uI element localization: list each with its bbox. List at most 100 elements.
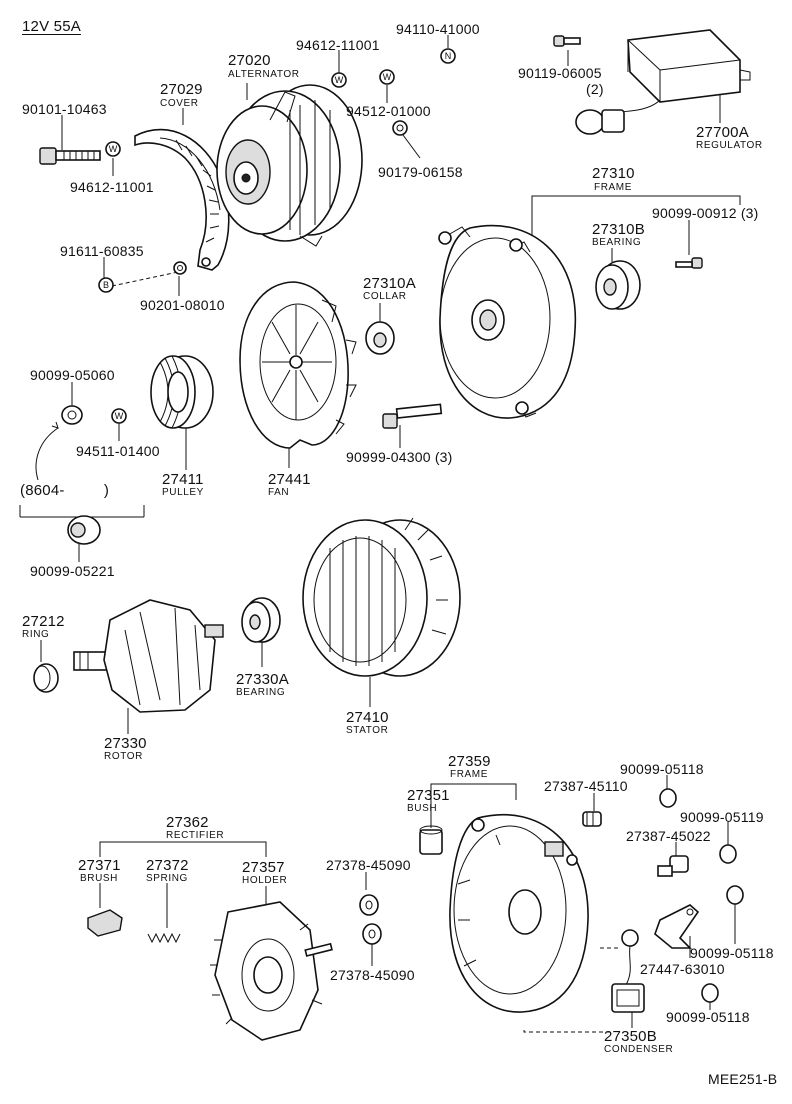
washer-27378-lower: [362, 923, 382, 945]
label-27029-name: COVER: [160, 98, 199, 109]
label-27310B-name: BEARING: [592, 237, 642, 248]
screw-90119: [553, 35, 581, 47]
label-27351-name: BUSH: [407, 803, 438, 814]
screw-90099-00912: [675, 257, 703, 269]
stator-27410: [302, 517, 461, 677]
label-27371-name: BRUSH: [80, 873, 119, 884]
terminal-27387-45110: [582, 811, 602, 827]
label-90201-08010: 90201-08010: [140, 297, 225, 313]
bolt-90999: [382, 403, 443, 429]
label-27411-name: PULLEY: [162, 487, 204, 498]
nut-90099-05118-mid: [726, 885, 744, 905]
label-27447-63010: 27447-63010: [640, 961, 725, 977]
label-90099-00912: 90099-00912 (3): [652, 205, 759, 221]
washer-mark-94612-upper: W: [335, 75, 344, 85]
terminal-27387-45022: [657, 855, 689, 877]
washer-marker-letters: W N W W B W: [103, 51, 451, 421]
label-27351-number: 27351: [407, 787, 450, 804]
ring-27212: [33, 663, 59, 693]
label-27310-number: 27310: [592, 165, 635, 182]
label-27020-number: 27020: [228, 52, 271, 69]
cover-27029: [134, 128, 230, 271]
label-27362-number: 27362: [166, 814, 209, 831]
label-27350B-name: CONDENSER: [604, 1044, 674, 1055]
label-27330-name: ROTOR: [104, 751, 143, 762]
label-94110-41000: 94110-41000: [396, 21, 480, 37]
label-90099-05060: 90099-05060: [30, 367, 115, 383]
bearing-27330A: [241, 597, 281, 643]
label-90119-06005: 90119-06005: [518, 65, 602, 81]
nut-90099-05221: [67, 515, 101, 545]
brush-27371: [87, 909, 123, 937]
washer-mark-94612-lower: W: [109, 144, 118, 154]
fan-27441: [239, 281, 357, 449]
washer-mark-94511: W: [115, 411, 124, 421]
regulator-27700A: [575, 29, 751, 135]
label-27371-number: 27371: [78, 857, 121, 874]
washer-markers: [98, 48, 456, 424]
label-90999-04300: 90999-04300 (3): [346, 449, 453, 465]
label-91611-60835: 91611-60835: [60, 243, 144, 259]
diagram-code: MEE251-B: [708, 1071, 778, 1087]
nut-90099-05118-low: [701, 983, 719, 1003]
label-27357-name: HOLDER: [242, 875, 288, 886]
label-27378-45090-upper: 27378-45090: [326, 857, 411, 873]
frame-27310: [438, 224, 577, 419]
bolt-90101: [39, 147, 101, 165]
label-27357-number: 27357: [242, 859, 285, 876]
nut-90099-05119: [719, 844, 737, 864]
nut-90179: [392, 120, 408, 136]
label-90099-05118-low: 90099-05118: [666, 1009, 750, 1025]
label-27700A-name: REGULATOR: [696, 140, 763, 151]
label-27387-45022: 27387-45022: [626, 828, 711, 844]
label-27330A-number: 27330A: [236, 671, 289, 688]
label-27330A-name: BEARING: [236, 687, 286, 698]
nut-90201: [173, 261, 187, 275]
pulley-27411: [150, 355, 214, 429]
label-27410-name: STATOR: [346, 725, 389, 736]
label-94612-11001-upper: 94612-11001: [296, 37, 380, 53]
label-27310B-number: 27310B: [592, 221, 645, 238]
washer-mark-91611: B: [103, 280, 109, 290]
label-27310A-number: 27310A: [363, 275, 416, 292]
label-27410-number: 27410: [346, 709, 389, 726]
holder-27357: [210, 901, 333, 1041]
label-27359-name: FRAME: [450, 769, 488, 780]
label-27372-name: SPRING: [146, 873, 188, 884]
label-8604-range: (8604- ): [20, 482, 110, 499]
label-27020-name: ALTERNATOR: [228, 69, 300, 80]
label-27310-name: FRAME: [594, 182, 632, 193]
label-90099-05118-top: 90099-05118: [620, 761, 704, 777]
label-90099-05118-mid: 90099-05118: [690, 945, 774, 961]
label-27350B-number: 27350B: [604, 1028, 657, 1045]
page-title: 12V 55A: [22, 18, 81, 35]
label-27359-number: 27359: [448, 753, 491, 770]
alternator-27020: [216, 84, 363, 247]
bearing-27310B: [595, 260, 641, 310]
label-90101-10463: 90101-10463: [22, 101, 107, 117]
washer-mark-94512: W: [383, 72, 392, 82]
label-27029-number: 27029: [160, 81, 203, 98]
washer-mark-94110: N: [445, 51, 452, 61]
nut-90099-05118-top: [659, 788, 677, 808]
label-27441-name: FAN: [268, 487, 290, 498]
plate-27447: [654, 904, 700, 949]
label-27411-number: 27411: [162, 471, 204, 488]
label-90099-05119: 90099-05119: [680, 809, 764, 825]
label-27310A-name: COLLAR: [363, 291, 407, 302]
label-94612-11001-lower: 94612-11001: [70, 179, 154, 195]
frame-27359: [449, 813, 589, 1013]
rotor-27330: [73, 599, 224, 713]
nut-90099-05060: [35, 405, 83, 481]
label-90099-05221: 90099-05221: [30, 563, 115, 579]
label-27362-name: RECTIFIER: [166, 830, 225, 841]
collar-27310A: [365, 321, 395, 355]
label-90119-qty: (2): [586, 81, 604, 97]
label-27330-number: 27330: [104, 735, 147, 752]
washer-27378-upper: [359, 894, 379, 916]
label-27212-name: RING: [22, 629, 50, 640]
label-27378-45090-lower: 27378-45090: [330, 967, 415, 983]
bush-27351: [419, 825, 443, 855]
condenser-27350B: [611, 929, 645, 1013]
